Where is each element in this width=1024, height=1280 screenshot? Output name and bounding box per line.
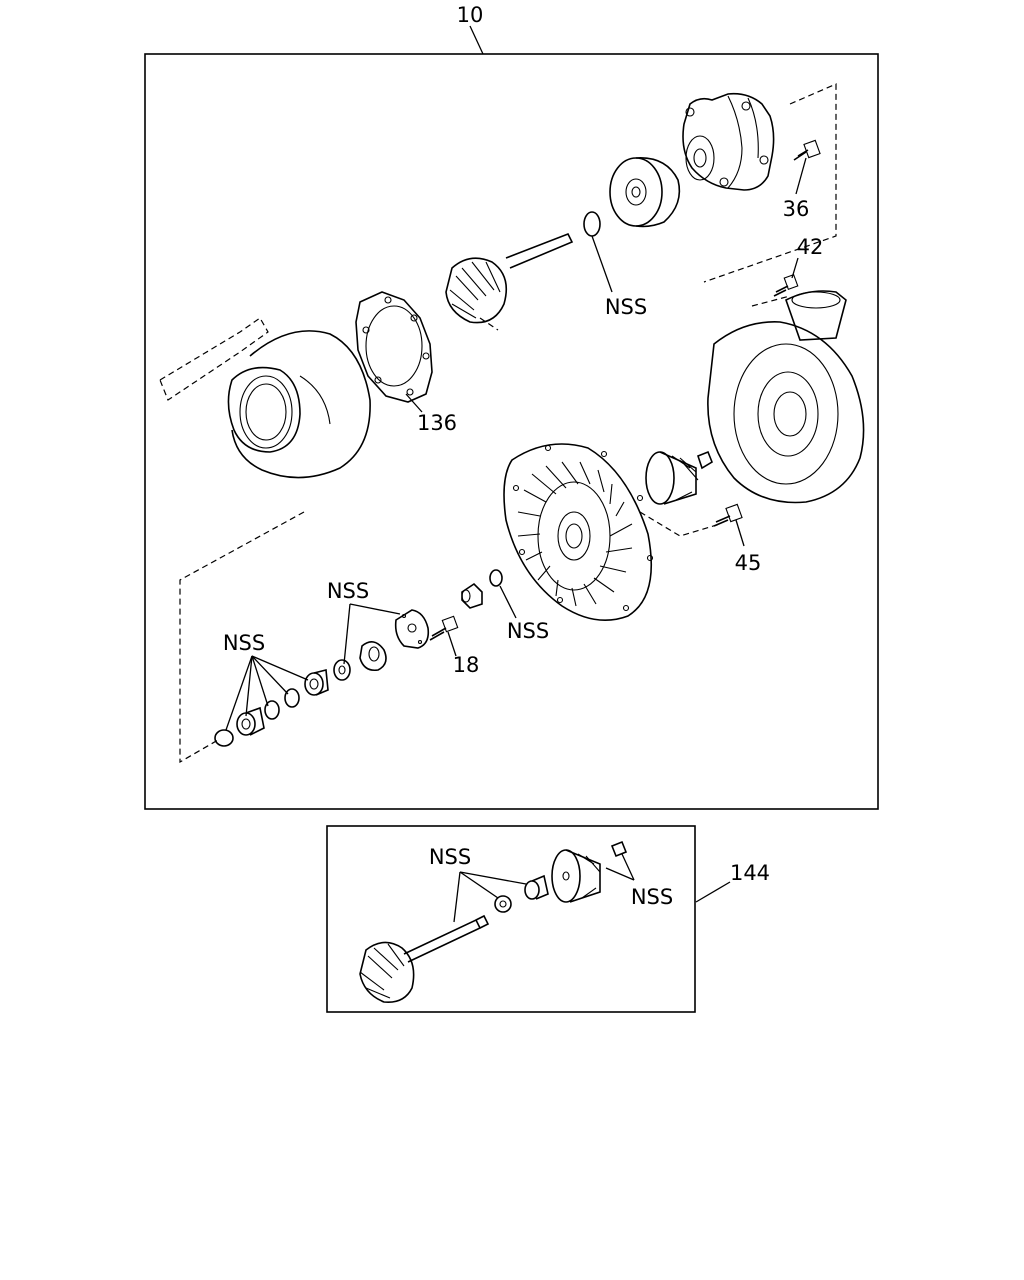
- leader-nss-bearing-a: [251, 655, 309, 681]
- bolt-18: [429, 615, 459, 641]
- seal-plate: [609, 157, 681, 228]
- kit-sleeve: [524, 874, 549, 900]
- thrust-washer: [333, 659, 351, 681]
- kit-washer: [494, 895, 512, 913]
- oil-deflector: [461, 582, 483, 609]
- leader-36: [795, 157, 807, 195]
- compressor-housing: [707, 290, 865, 504]
- turbine-housing: [159, 317, 371, 479]
- gasket-136: [355, 291, 433, 403]
- bolt-45: [713, 503, 743, 527]
- leader-nss-bearing-e: [225, 655, 253, 731]
- label-kit-144: 144: [730, 861, 770, 885]
- leader-42: [791, 257, 799, 279]
- thrust-collar: [359, 641, 387, 672]
- leader-144: [695, 881, 731, 903]
- leader-nss-bearing-d: [245, 655, 253, 717]
- compressor-back-plate: [503, 443, 654, 622]
- label-bolt-36: 36: [783, 197, 810, 221]
- thrust-bearing: [394, 609, 430, 649]
- leader-nss-kit-a: [453, 871, 461, 923]
- leader-18: [447, 631, 457, 657]
- label-bolt-18: 18: [453, 653, 480, 677]
- journal-bearing-left: [236, 706, 265, 736]
- compressor-wheel-axis: [639, 511, 721, 537]
- bolt-36: [793, 139, 821, 161]
- bolt-42: [773, 273, 799, 297]
- kit-frame: [326, 825, 696, 1013]
- bearing-group-bracket: [179, 511, 305, 764]
- turbine-wheel-shaft: [445, 232, 574, 331]
- label-gasket-136: 136: [417, 411, 457, 435]
- kit-compressor-wheel: [551, 849, 601, 903]
- leader-nss-thrust-b: [343, 603, 351, 665]
- leader-nss-kit-c: [459, 871, 527, 885]
- compressor-wheel: [645, 450, 713, 505]
- journal-bearing-right: [304, 668, 329, 696]
- label-nss-kit-right: NSS: [631, 885, 673, 909]
- leader-nss-kit-d: [605, 867, 635, 881]
- o-ring-seal: [583, 211, 601, 237]
- snap-ring-2: [264, 700, 280, 720]
- leader-nss-bearing-c: [251, 655, 269, 707]
- leader-nss-ring: [499, 585, 517, 619]
- label-assembly-10: 10: [457, 3, 484, 27]
- label-nss-thrust: NSS: [327, 579, 369, 603]
- leader-nss-seal: [591, 235, 613, 293]
- label-nss-ring: NSS: [507, 619, 549, 643]
- leader-assembly: [469, 25, 484, 55]
- leader-nss-thrust-a: [349, 603, 401, 615]
- leader-nss-kit-e: [621, 853, 635, 881]
- label-nss-kit-left: NSS: [429, 845, 471, 869]
- kit-turbine-wheel: [359, 914, 490, 1004]
- leader-nss-bearing-b: [251, 655, 289, 695]
- kit-nut: [610, 840, 628, 858]
- bearing-housing: [682, 83, 837, 283]
- leader-136: [405, 393, 423, 413]
- leader-45: [735, 519, 745, 547]
- snap-ring-3: [284, 688, 300, 708]
- label-nss-seal: NSS: [605, 295, 647, 319]
- label-nss-bearings: NSS: [223, 631, 265, 655]
- label-bolt-45: 45: [735, 551, 762, 575]
- snap-ring: [214, 729, 234, 747]
- main-assembly-frame: [144, 53, 879, 810]
- label-bolt-42: 42: [797, 235, 824, 259]
- piston-ring: [489, 569, 503, 587]
- leader-nss-kit-b: [459, 871, 499, 899]
